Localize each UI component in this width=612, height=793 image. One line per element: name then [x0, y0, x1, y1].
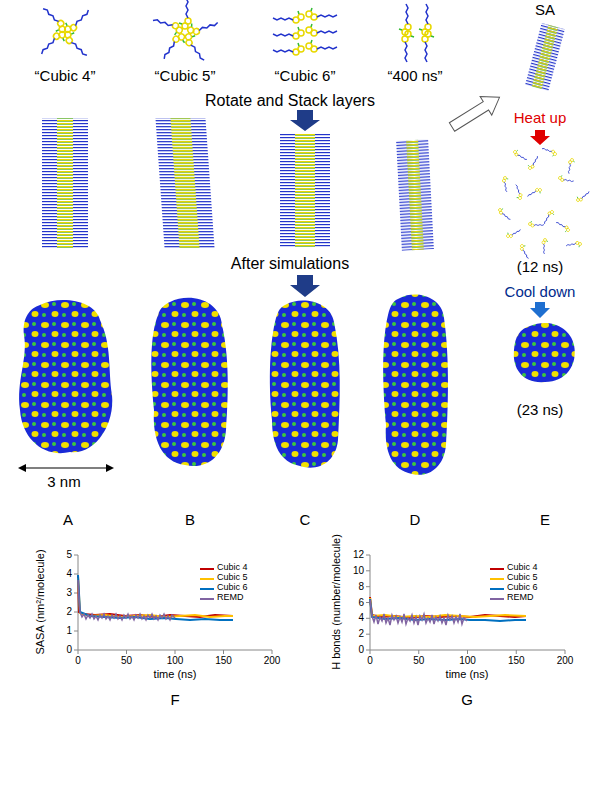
scale-label: 3 nm — [47, 474, 80, 491]
legend-swatch — [490, 598, 504, 600]
tick-label: 5 — [66, 549, 72, 560]
legend-text: Cubic 5 — [507, 573, 538, 583]
figure-label: Heat up — [514, 110, 567, 127]
tick-label: 200 — [264, 655, 281, 666]
figure-label: (12 ns) — [517, 259, 564, 276]
figure-label: After simulations — [231, 255, 349, 273]
figure-label: Rotate and Stack layers — [205, 92, 375, 110]
heated-molecules — [497, 146, 591, 259]
tick-label: 0 — [75, 655, 81, 666]
axis-title: H bonds (number/molecule) — [330, 534, 342, 670]
figure-label: SA — [535, 2, 555, 19]
cool-arrow — [530, 302, 550, 318]
tick-label: 2 — [358, 628, 364, 639]
surface-blob — [514, 323, 575, 382]
figure-label: “Cubic 5” — [155, 68, 216, 85]
down-arrow — [290, 110, 320, 131]
tick-label: 12 — [353, 549, 364, 560]
legend-text: Cubic 6 — [507, 583, 538, 593]
panel-letter: F — [170, 692, 179, 709]
tick-label: 0 — [66, 644, 72, 655]
panel-letter: G — [461, 692, 473, 709]
axis-title: time (ns) — [446, 668, 489, 680]
tick-label: 10 — [353, 565, 364, 576]
legend-text: Cubic 6 — [217, 583, 248, 593]
down-arrow — [290, 275, 320, 297]
panel-letter: C — [300, 512, 311, 529]
surface-blob — [151, 298, 227, 466]
scale-arrow — [18, 464, 114, 472]
tick-label: 50 — [413, 655, 424, 666]
400ns-layer — [399, 4, 434, 62]
tick-label: 8 — [358, 581, 364, 592]
figure-label: “400 ns” — [387, 68, 442, 85]
chart-f — [74, 555, 272, 654]
legend-text: Cubic 4 — [217, 563, 248, 573]
tick-label: 0 — [367, 655, 373, 666]
tick-label: 150 — [508, 655, 525, 666]
legend-swatch — [200, 568, 214, 570]
legend-swatch — [200, 598, 214, 600]
panel-letter: A — [63, 512, 73, 529]
legend-swatch — [200, 588, 214, 590]
legend-swatch — [200, 578, 214, 580]
cubic4-layer — [38, 5, 92, 59]
tick-label: 1 — [66, 625, 72, 636]
surface-blob — [19, 300, 112, 453]
panel-letter: D — [410, 512, 421, 529]
tick-label: 3 — [66, 587, 72, 598]
tick-label: 100 — [459, 655, 476, 666]
legend-text: Cubic 4 — [507, 563, 538, 573]
chart-g — [366, 555, 565, 654]
heat-arrow — [530, 130, 550, 145]
tick-label: 4 — [66, 568, 72, 579]
tick-label: 50 — [121, 655, 132, 666]
cubic5-layer — [151, 0, 219, 63]
figure-label: “Cubic 4” — [35, 68, 96, 85]
tick-label: 2 — [66, 606, 72, 617]
surface-blob — [383, 295, 448, 475]
legend-text: REMD — [217, 593, 244, 603]
legend-swatch — [490, 578, 504, 580]
stack-column — [396, 139, 434, 251]
legend-swatch — [490, 568, 504, 570]
sa-column — [525, 23, 565, 91]
figure-label: “Cubic 6” — [275, 68, 336, 85]
axis-title: time (ns) — [154, 668, 197, 680]
tick-label: 200 — [557, 655, 574, 666]
axis-title: SASA (nm²/molecule) — [34, 549, 46, 654]
tick-label: 6 — [358, 597, 364, 608]
tick-label: 100 — [167, 655, 184, 666]
hollow-arrow — [446, 88, 505, 136]
legend-swatch — [490, 588, 504, 590]
panel-letter: E — [540, 512, 550, 529]
panel-letter: B — [185, 512, 195, 529]
legend-text: REMD — [507, 593, 534, 603]
surface-blob — [270, 301, 340, 468]
tick-label: 150 — [215, 655, 232, 666]
stack-column — [155, 118, 214, 248]
figure-label: Cool down — [505, 284, 576, 301]
figure-label: (23 ns) — [517, 402, 564, 419]
legend-text: Cubic 5 — [217, 573, 248, 583]
cubic6-layer — [273, 8, 337, 55]
stack-column — [42, 118, 88, 248]
stack-column — [280, 134, 330, 248]
tick-label: 0 — [358, 644, 364, 655]
tick-label: 4 — [358, 612, 364, 623]
